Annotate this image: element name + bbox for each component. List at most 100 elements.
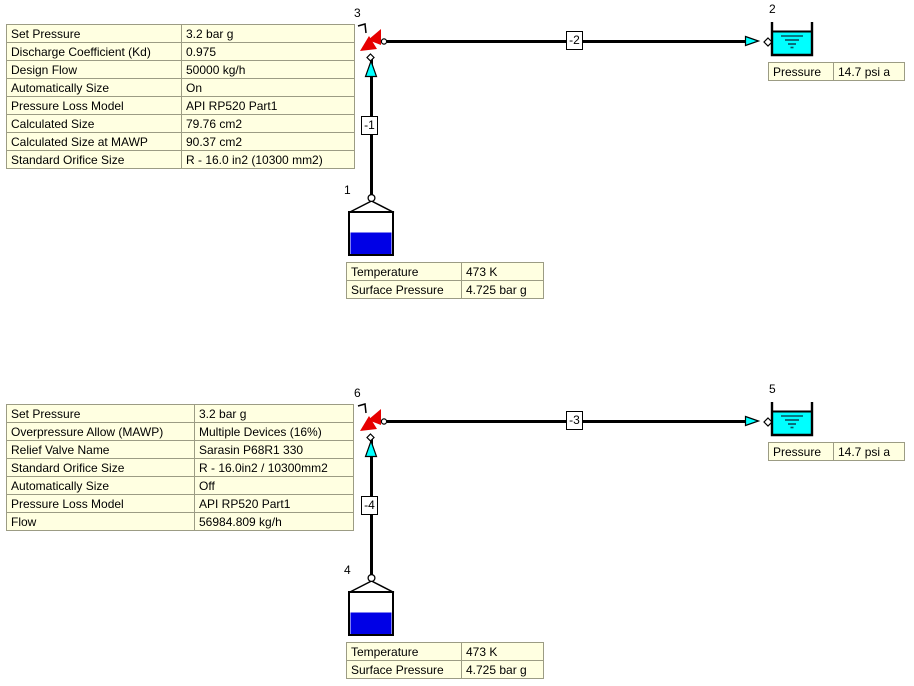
sink-walls (770, 402, 814, 437)
vessel-liquid (350, 612, 392, 634)
table-cell: API RP520 Part1 (194, 494, 354, 513)
table-cell: API RP520 Part1 (181, 96, 355, 115)
table-cell: Calculated Size (6, 114, 182, 133)
level-marks-icon (781, 415, 803, 429)
outlet-pipe-label[interactable]: -2 (566, 31, 583, 50)
table-cell: 56984.809 kg/h (194, 512, 354, 531)
inlet-pipe-label[interactable]: -1 (361, 116, 378, 135)
valve-node-label: 6 (354, 386, 361, 400)
table-cell: Standard Orifice Size (6, 150, 182, 169)
table-cell: 473 K (461, 262, 544, 281)
table-cell: Discharge Coefficient (Kd) (6, 42, 182, 61)
relief-valve-icon[interactable] (352, 22, 392, 64)
table-cell: R - 16.0in2 / 10300mm2 (194, 458, 354, 477)
sink-liquid (773, 31, 811, 55)
table-cell: 50000 kg/h (181, 60, 355, 79)
valve-lever (357, 23, 367, 34)
table-cell: 4.725 bar g (461, 660, 544, 679)
vessel-hitch (348, 200, 395, 214)
sink-liquid (773, 411, 811, 435)
table-row: Discharge Coefficient (Kd)0.975 (6, 42, 355, 61)
table-cell: Flow (6, 512, 195, 531)
source-vessel-icon[interactable] (344, 570, 400, 638)
sink-walls (770, 22, 814, 57)
table-cell: Pressure Loss Model (6, 96, 182, 115)
table-cell: 4.725 bar g (461, 280, 544, 299)
table-cell: Sarasin P68R1 330 (194, 440, 354, 459)
flow-arrow-icon (744, 35, 761, 47)
connector-circle-icon (367, 193, 376, 203)
valve-wedge-inlet (360, 36, 377, 51)
table-cell: Automatically Size (6, 476, 195, 495)
source-node-label: 1 (344, 183, 351, 197)
valve-lever (357, 403, 367, 414)
valve-node-label: 3 (354, 6, 361, 20)
source-vessel-icon[interactable] (344, 190, 400, 258)
table-cell: Design Flow (6, 60, 182, 79)
table-cell: Temperature (346, 262, 462, 281)
table-cell: R - 16.0 in2 (10300 mm2) (181, 150, 355, 169)
table-cell: Standard Orifice Size (6, 458, 195, 477)
flow-arrow-icon (364, 59, 378, 78)
table-row: Overpressure Allow (MAWP)Multiple Device… (6, 422, 354, 441)
relief-valve-icon[interactable] (352, 402, 392, 444)
connector-circle-icon (380, 38, 388, 45)
sink-tank-icon[interactable] (769, 20, 815, 60)
table-cell: Pressure Loss Model (6, 494, 195, 513)
table-cell: 0.975 (181, 42, 355, 61)
table-cell: 79.76 cm2 (181, 114, 355, 133)
table-cell: 3.2 bar g (194, 404, 354, 423)
table-cell: Automatically Size (6, 78, 182, 97)
table-cell: 473 K (461, 642, 544, 661)
inlet-pipe-label[interactable]: -4 (361, 496, 378, 515)
table-cell: Calculated Size at MAWP (6, 132, 182, 151)
table-cell: Temperature (346, 642, 462, 661)
table-cell: Set Pressure (6, 24, 182, 43)
sink-node-label: 5 (769, 382, 776, 396)
table-cell: Overpressure Allow (MAWP) (6, 422, 195, 441)
table-cell: Pressure (768, 62, 834, 81)
vessel-liquid (350, 232, 392, 254)
connector-circle-icon (367, 573, 376, 583)
table-cell: On (181, 78, 355, 97)
source-node-label: 4 (344, 563, 351, 577)
table-cell: Pressure (768, 442, 834, 461)
table-cell: 14.7 psi a (833, 62, 905, 81)
sink-tank-icon[interactable] (769, 400, 815, 440)
table-cell: Surface Pressure (346, 660, 462, 679)
connector-diamond-icon (763, 37, 773, 47)
table-cell: Surface Pressure (346, 280, 462, 299)
table-cell: 14.7 psi a (833, 442, 905, 461)
table-cell: 3.2 bar g (181, 24, 355, 43)
connector-circle-icon (380, 418, 388, 425)
sink-node-label: 2 (769, 2, 776, 16)
table-cell: Off (194, 476, 354, 495)
outlet-pipe-label[interactable]: -3 (566, 411, 583, 430)
valve-wedge-inlet (360, 416, 377, 431)
table-cell: 90.37 cm2 (181, 132, 355, 151)
level-marks-icon (781, 35, 803, 49)
